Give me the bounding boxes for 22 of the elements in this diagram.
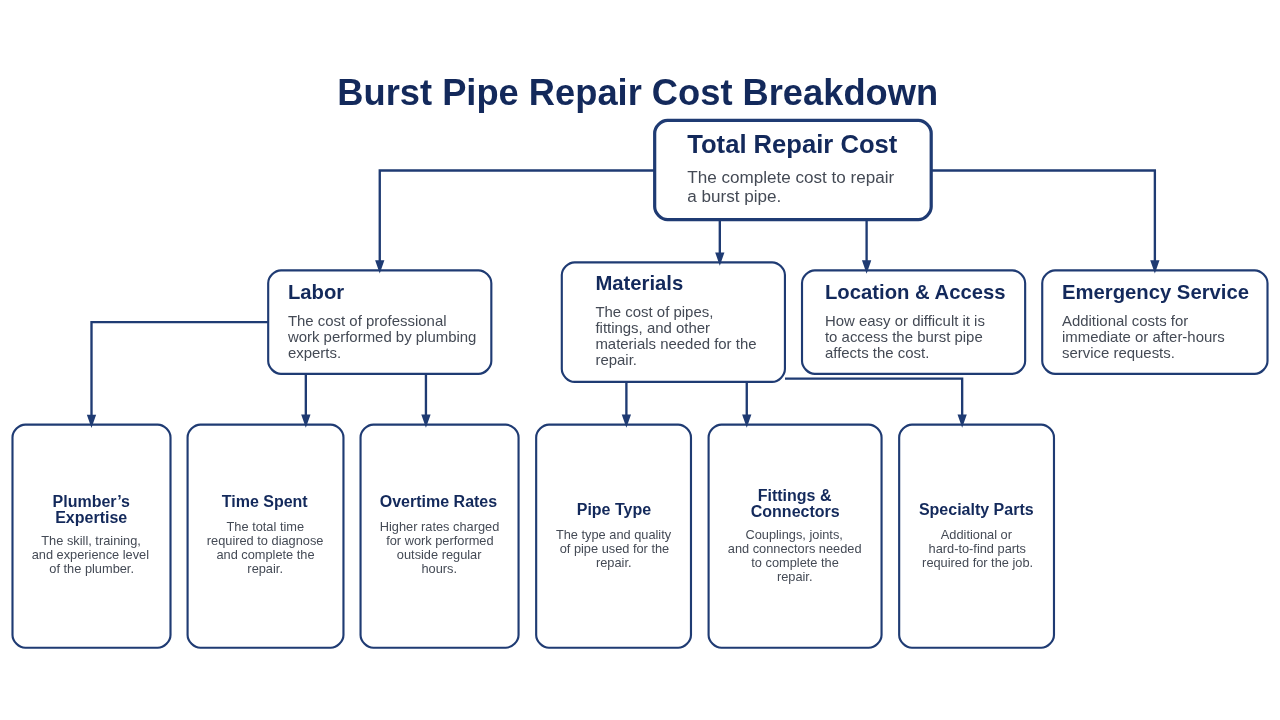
arrow [621, 382, 632, 428]
arrow [931, 169, 1160, 274]
node-box: Materials The cost of pipes, fittings, and other materials needed for the repair. [560, 261, 786, 383]
arrow [86, 320, 268, 428]
node-box: Fittings & Connectors Couplings, joints, and connectors needed to complete the repair. [707, 423, 883, 649]
arrow [861, 219, 872, 274]
node-box: Pipe Type The type and quality of pipe used for the repair. [535, 423, 693, 649]
arrow [715, 219, 725, 266]
arrow [421, 373, 431, 428]
node-box: Specialty Parts Additional or hard-to-find parts required for the job. [898, 423, 1056, 649]
arrow [301, 373, 311, 428]
node-box: Labor The cost of professional work performed by plumbing experts. [267, 269, 493, 375]
arrow [785, 377, 967, 428]
node-box: Total Repair Cost The complete cost to repair a burst pipe. [653, 118, 933, 222]
node-box: Emergency Service Additional costs for immediate or after-hours service requests. [1041, 269, 1269, 375]
node-box: Time Spent The total time required to diagnose and complete the repair. [186, 423, 345, 649]
arrow [375, 169, 655, 274]
node-box: Location & Access How easy or difficult it is to access the burst pipe affects the cost. [800, 269, 1027, 375]
node-box: Overtime Rates Higher rates charged for work performed outside regular hours. [359, 423, 520, 649]
arrow [742, 382, 752, 428]
node-box: Plumber’s Expertise The skill, training, and experience level of the plumber. [11, 423, 172, 649]
diagram-title: Burst Pipe Repair Cost Breakdown [337, 71, 939, 113]
